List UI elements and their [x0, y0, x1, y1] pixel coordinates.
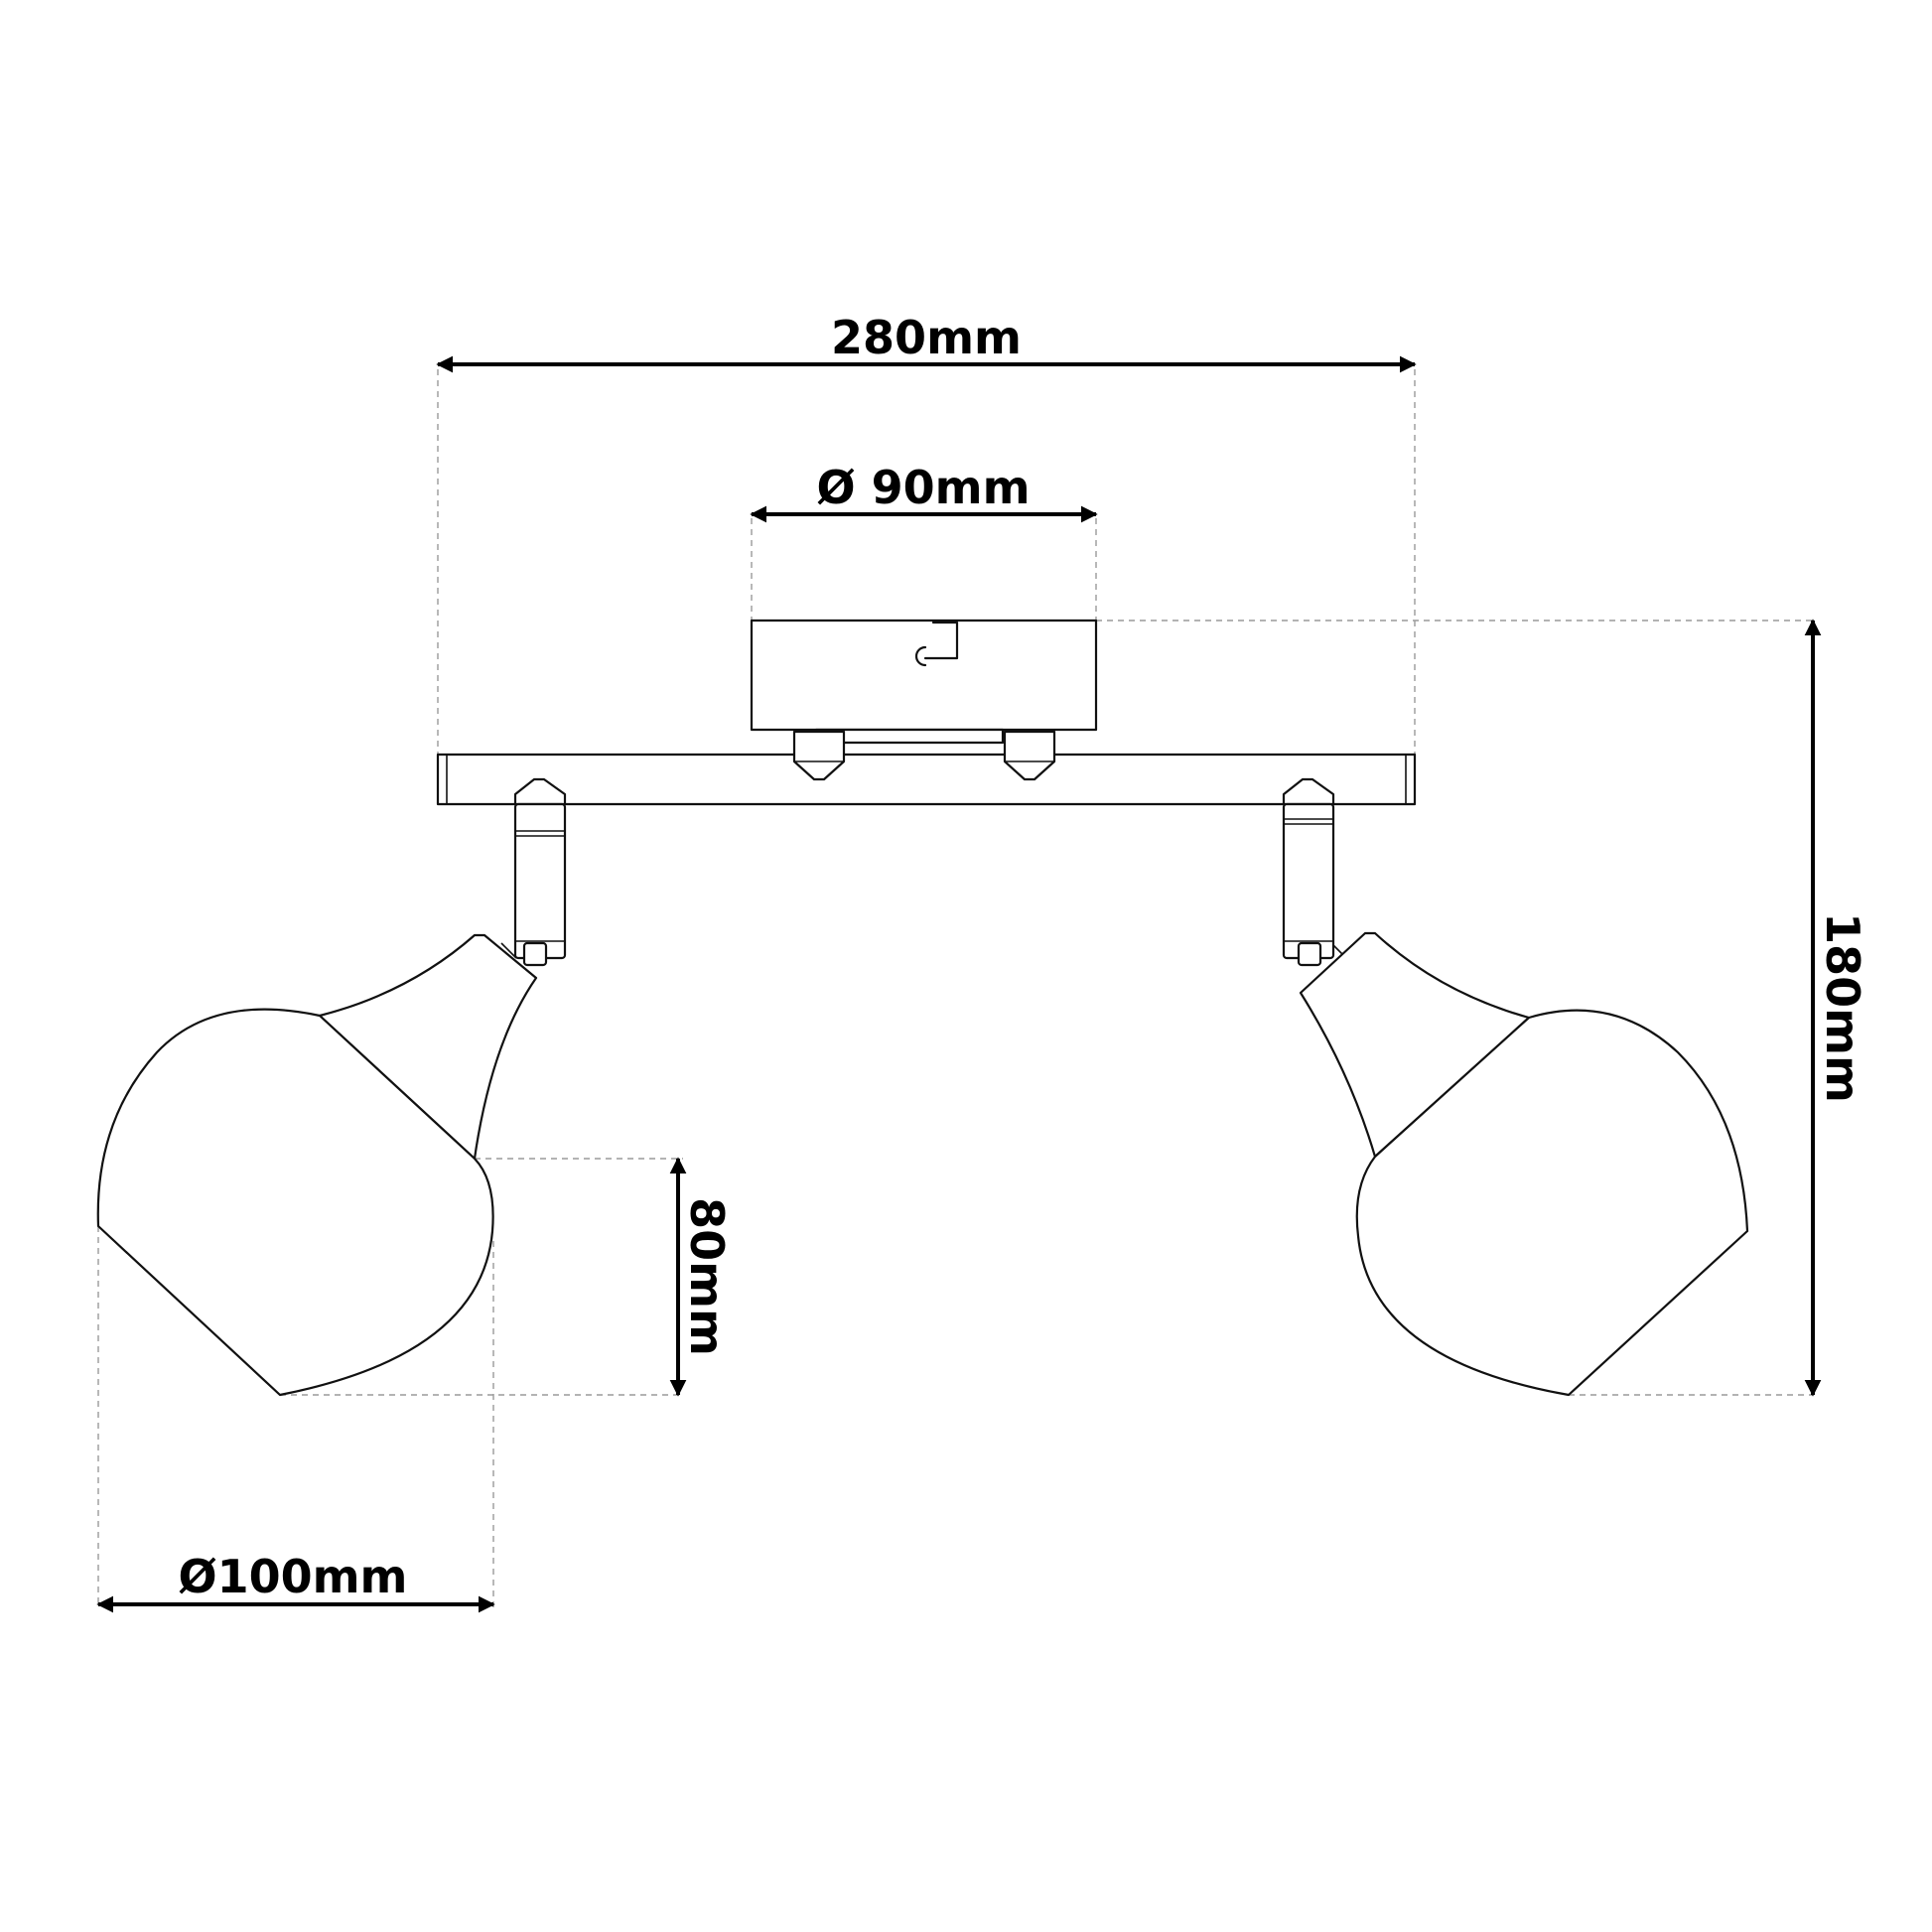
right-spotlight — [1282, 777, 1749, 1397]
left-spotlight — [96, 777, 567, 1397]
right-shade-cone — [1299, 931, 1531, 1159]
right-swivel-bracket — [1282, 777, 1349, 967]
dimension-shade-depth: 80mm — [669, 1157, 734, 1397]
base-screw-left — [792, 730, 846, 781]
dimension-label-total-width: 280mm — [831, 311, 1022, 364]
dimension-total-width: 280mm — [436, 311, 1417, 373]
right-globe-shade — [1355, 1009, 1749, 1397]
left-globe-shade — [96, 1008, 494, 1397]
extension-lines — [97, 369, 1813, 1608]
mounting-bar — [436, 753, 1417, 806]
left-swivel-bracket — [500, 777, 567, 967]
dimension-shade-diameter: Ø100mm — [96, 1550, 495, 1613]
dimension-total-height: 180mm — [1804, 619, 1869, 1397]
dimension-label-shade-diameter: Ø100mm — [179, 1550, 408, 1603]
dimension-label-base-diameter: Ø 90mm — [817, 461, 1031, 514]
dimension-base-diameter: Ø 90mm — [750, 461, 1098, 523]
dimension-label-total-height: 180mm — [1816, 912, 1869, 1103]
ceiling-base — [750, 619, 1098, 745]
dimension-label-shade-depth: 80mm — [680, 1197, 734, 1356]
left-shade-cone — [318, 933, 538, 1161]
base-screw-right — [1003, 730, 1056, 781]
